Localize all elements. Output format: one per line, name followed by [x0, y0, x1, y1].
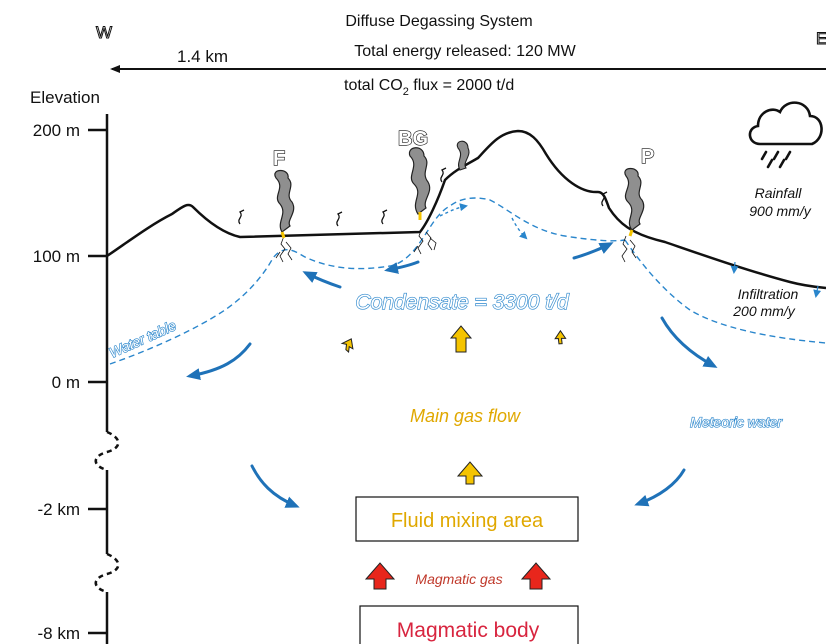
ground-surface	[106, 129, 826, 290]
vent-label-bg: BG	[398, 128, 428, 150]
condensate-label: Condensate = 3300 t/d	[355, 291, 569, 314]
infiltration-value: 200 mm/y	[732, 303, 795, 319]
tick-100m: 100 m	[33, 247, 80, 266]
plume-bg	[408, 140, 470, 220]
magmatic-body-box	[359, 605, 579, 644]
co2-flux-prefix: total CO	[344, 77, 403, 94]
gas-flow-arrows	[340, 325, 567, 485]
vent-label-f: F	[273, 148, 285, 170]
energy-label: Total energy released: 120 MW	[354, 43, 576, 60]
water-table-lines	[109, 197, 826, 365]
elevation-axis	[88, 114, 120, 644]
infiltration-arrows	[730, 261, 822, 298]
infiltration-label: Infiltration	[738, 286, 799, 302]
tick-200m: 200 m	[33, 121, 80, 140]
magmatic-gas-label: Magmatic gas	[415, 571, 502, 587]
co2-flux-suffix: flux = 2000 t/d	[409, 77, 514, 94]
rainfall-value: 900 mm/y	[749, 203, 811, 219]
distance-label: 1.4 km	[177, 47, 228, 66]
plume-f	[274, 169, 295, 239]
steam-wisps	[238, 167, 608, 227]
west-label: W	[96, 23, 112, 42]
shallow-flow-arrows	[439, 203, 528, 240]
co2-flux-label: total CO2 flux = 2000 t/d	[344, 77, 514, 98]
fluid-mixing-box	[355, 496, 579, 542]
tick-minus2km: -2 km	[38, 500, 81, 519]
vent-label-p: P	[641, 146, 654, 168]
water-table-label: Water table	[107, 317, 179, 361]
magmatic-body-label: Magmatic body	[397, 619, 540, 642]
axis-title: Elevation	[30, 88, 100, 107]
magmatic-gas-arrows	[364, 562, 552, 590]
fractures	[275, 227, 637, 263]
co2-flux-sub: 2	[403, 86, 409, 98]
main-gas-flow-label: Main gas flow	[410, 406, 521, 426]
meteoric-water-label: Meteoric water	[690, 414, 783, 430]
plume-p	[624, 167, 645, 237]
east-label: E	[816, 29, 826, 48]
tick-0m: 0 m	[52, 373, 80, 392]
rainfall-label: Rainfall	[755, 185, 803, 201]
tick-minus8km: -8 km	[38, 624, 81, 643]
rain-cloud-icon	[748, 101, 823, 169]
fluid-mixing-label: Fluid mixing area	[391, 510, 544, 532]
condensate-flow-arrows	[186, 242, 718, 508]
diagram-title: Diffuse Degassing System	[345, 13, 532, 30]
